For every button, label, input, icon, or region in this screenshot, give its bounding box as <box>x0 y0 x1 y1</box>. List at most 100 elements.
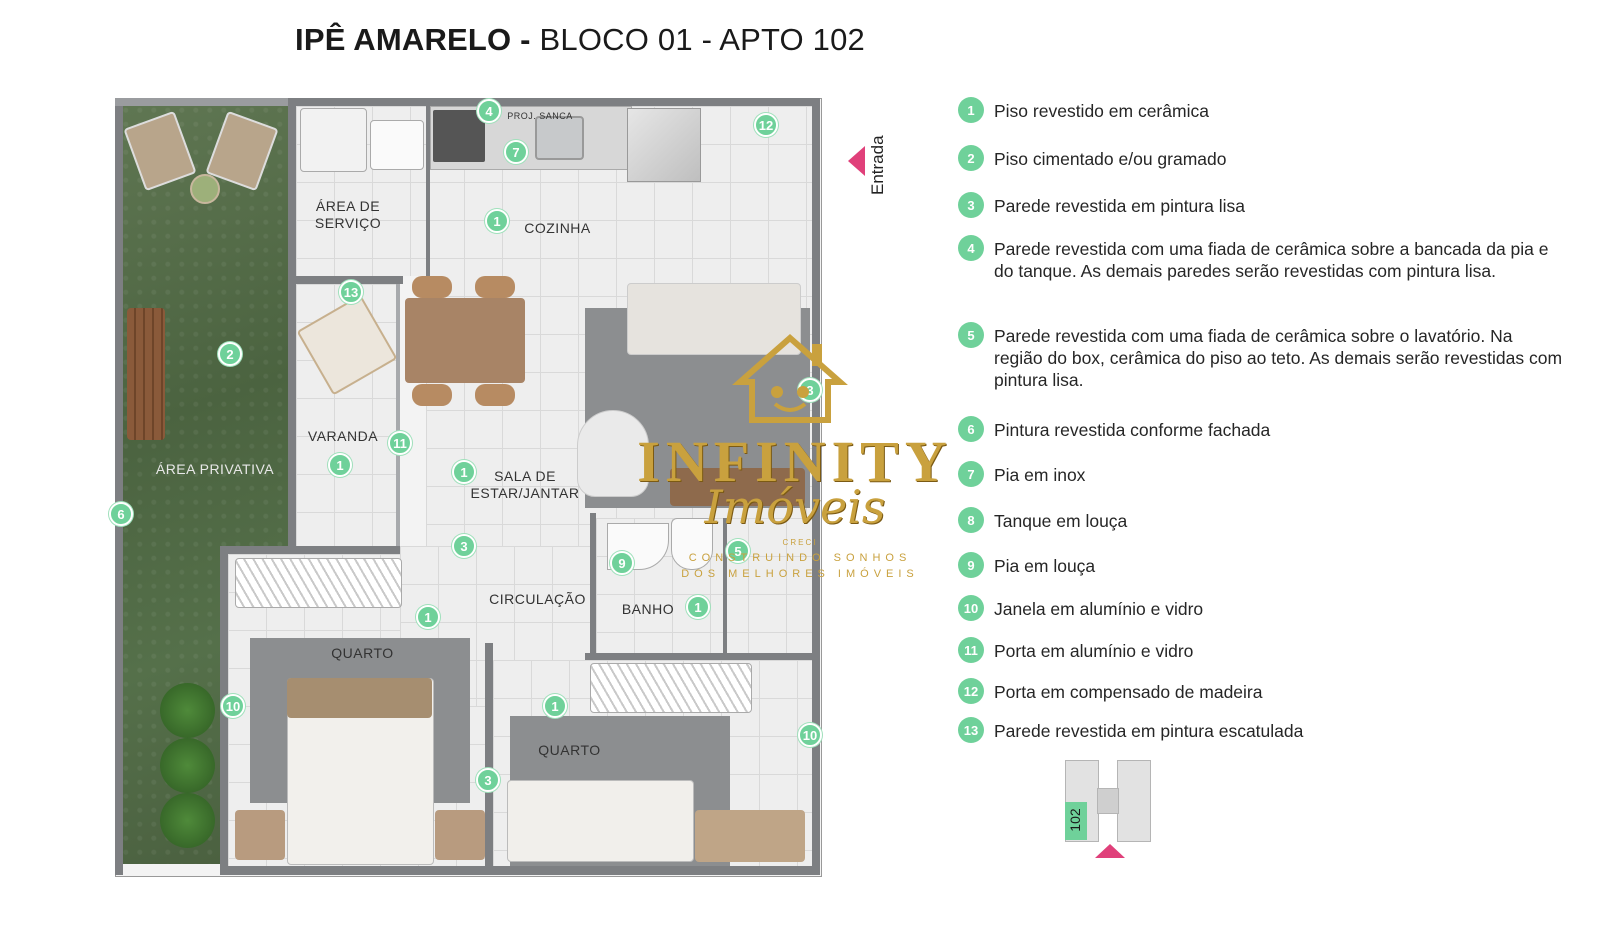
legend-item: 8 Tanque em louça <box>958 507 1568 533</box>
dining-chair-1 <box>412 276 452 298</box>
label-circulacao: CIRCULAÇÃO <box>489 591 586 607</box>
shrub-1 <box>160 683 215 738</box>
legend-number: 12 <box>958 678 984 704</box>
badge-10-right: 10 <box>798 723 822 747</box>
badge-5: 5 <box>726 539 750 563</box>
keyplan-unit-label: 102 <box>1067 808 1083 832</box>
legend-item: 5 Parede revestida com uma fiada de cerâ… <box>958 322 1568 391</box>
toilet <box>671 518 713 570</box>
badge-10-left: 10 <box>221 694 245 718</box>
badge-2: 2 <box>218 342 242 366</box>
legend-text: Parede revestida com uma fiada de cerâmi… <box>994 326 1563 390</box>
badge-4: 4 <box>477 99 501 123</box>
wardrobe-2 <box>590 663 752 713</box>
legend-number: 3 <box>958 192 984 218</box>
keyplan-core <box>1097 788 1119 814</box>
legend-text: Parede revestida em pintura escatulada <box>994 721 1304 741</box>
laundry-tank <box>370 120 424 170</box>
badge-1-cozinha: 1 <box>485 209 509 233</box>
badge-7: 7 <box>504 140 528 164</box>
wardrobe-1 <box>235 558 402 608</box>
wall-top-interior <box>288 98 820 106</box>
legend-item: 7 Pia em inox <box>958 461 1568 487</box>
title-bold: IPÊ AMARELO - <box>295 22 531 57</box>
badge-13: 13 <box>339 280 363 304</box>
badge-3-quarto: 3 <box>476 768 500 792</box>
kitchen-sink-inox <box>535 116 584 160</box>
wall-shower <box>723 518 727 653</box>
legend-text: Parede revestida com uma fiada de cerâmi… <box>994 239 1549 281</box>
shrub-2 <box>160 738 215 793</box>
badge-1-sala: 1 <box>452 460 476 484</box>
legend-item: 9 Pia em louça <box>958 552 1568 578</box>
wall-balcony-glass <box>396 284 400 546</box>
label-quarto-1: QUARTO <box>331 645 394 661</box>
dining-chair-3 <box>412 384 452 406</box>
legend-text: Porta em compensado de madeira <box>994 682 1263 702</box>
dining-chair-2 <box>475 276 515 298</box>
legend-text: Janela em alumínio e vidro <box>994 599 1204 619</box>
legend-number: 4 <box>958 235 984 261</box>
legend-number: 13 <box>958 717 984 743</box>
bed-single <box>507 780 694 862</box>
entrance-arrow-icon <box>848 146 865 176</box>
legend-item: 2 Piso cimentado e/ou gramado <box>958 145 1568 171</box>
legend-item: 11 Porta em alumínio e vidro <box>958 637 1568 663</box>
legend-text: Porta em alumínio e vidro <box>994 641 1194 661</box>
sofa <box>627 283 801 355</box>
dining-table <box>405 298 525 383</box>
exterior-wall-left <box>115 98 123 875</box>
legend-number: 8 <box>958 507 984 533</box>
legend-text: Piso cimentado e/ou gramado <box>994 149 1227 169</box>
badge-1-varanda: 1 <box>328 453 352 477</box>
wall-service-kitchen <box>426 106 430 276</box>
badge-12: 12 <box>754 113 778 137</box>
shrub-3 <box>160 793 215 848</box>
nightstand-1 <box>235 810 285 860</box>
legend-number: 2 <box>958 145 984 171</box>
proj-sanca-label: PROJ. SANCA <box>507 111 573 121</box>
badge-1-banho: 1 <box>686 595 710 619</box>
badge-1-circ: 1 <box>416 605 440 629</box>
armchair-round <box>577 410 649 497</box>
legend-text: Tanque em louça <box>994 511 1128 531</box>
legend-item: 10 Janela em alumínio e vidro <box>958 595 1568 621</box>
key-plan: 102 <box>1065 760 1155 860</box>
keyplan-block-right <box>1117 760 1151 842</box>
legend-item: 6 Pintura revestida conforme fachada <box>958 416 1568 442</box>
legend-text: Pintura revestida conforme fachada <box>994 420 1271 440</box>
badge-6: 6 <box>109 502 133 526</box>
page-title: IPÊ AMARELO - BLOCO 01 - APTO 102 <box>0 22 1160 58</box>
legend-text: Pia em louça <box>994 556 1096 576</box>
legend-text: Pia em inox <box>994 465 1086 485</box>
tv-console <box>670 468 805 506</box>
label-area-privativa: ÁREA PRIVATIVA <box>155 461 275 477</box>
title-rest: BLOCO 01 - APTO 102 <box>539 22 865 57</box>
cooktop <box>433 110 485 162</box>
wall-bedroom2-top <box>585 653 812 660</box>
wood-bench <box>127 308 165 440</box>
floor-plan: PROJ. SANCA ÁREA DE SERVIÇO COZINHA ÁREA… <box>109 98 840 903</box>
legend-number: 6 <box>958 416 984 442</box>
badge-9: 9 <box>610 551 634 575</box>
legend-number: 9 <box>958 552 984 578</box>
legend-item: 1 Piso revestido em cerâmica <box>958 97 1568 123</box>
legend-item: 3 Parede revestida em pintura lisa <box>958 192 1568 218</box>
legend-number: 7 <box>958 461 984 487</box>
badge-1-quarto2: 1 <box>543 694 567 718</box>
entrance-label: Entrada <box>868 135 887 195</box>
dining-chair-4 <box>475 384 515 406</box>
badge-11: 11 <box>388 431 412 455</box>
legend-number: 11 <box>958 637 984 663</box>
legend-number: 1 <box>958 97 984 123</box>
label-area-servico: ÁREA DE SERVIÇO <box>314 198 382 231</box>
wall-lawn-interior <box>288 98 296 548</box>
keyplan-unit-highlight <box>1065 802 1087 840</box>
exterior-wall-top-lawn <box>115 98 290 106</box>
label-varanda: VARANDA <box>307 428 379 444</box>
bed-double-throw <box>287 678 432 718</box>
side-table-plant <box>190 174 220 204</box>
legend-text: Piso revestido em cerâmica <box>994 101 1209 121</box>
wall-bath-left <box>590 513 596 653</box>
wall-right <box>812 98 820 875</box>
